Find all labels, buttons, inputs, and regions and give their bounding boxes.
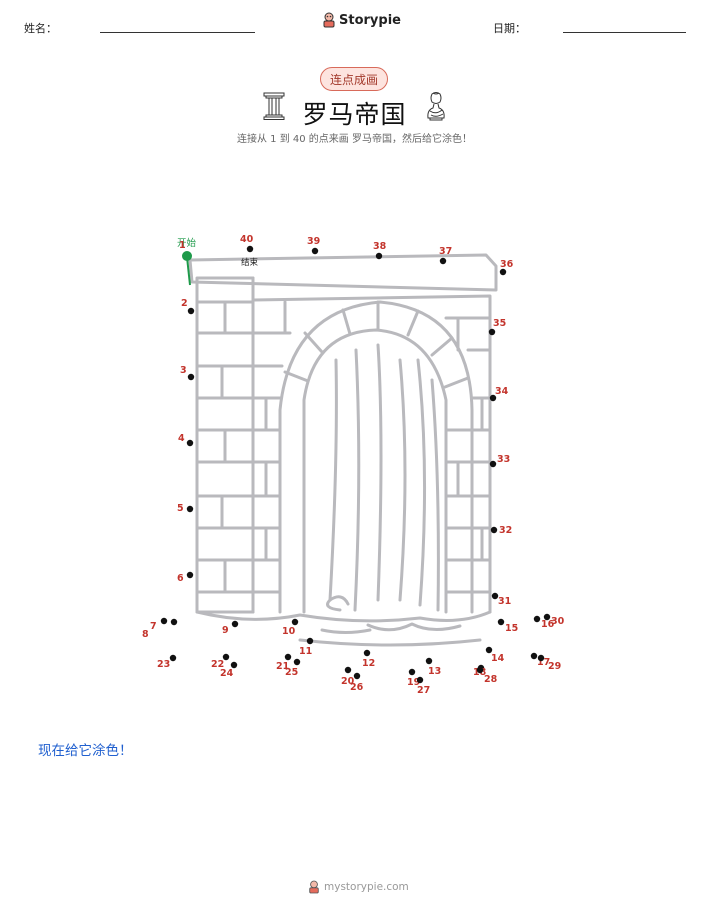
- dot-number-20: 20: [341, 676, 355, 687]
- roman-bust-icon: [427, 92, 445, 121]
- roman-column-icon: [263, 92, 285, 120]
- dot-number-15: 15: [505, 623, 518, 634]
- dot-number-4: 4: [178, 433, 185, 444]
- dot-6: [186, 571, 194, 579]
- dot-37: [439, 257, 447, 265]
- dot-number-35: 35: [493, 318, 506, 329]
- dot-16: [533, 615, 541, 623]
- dot-3: [187, 373, 195, 381]
- dot-number-37: 37: [439, 246, 452, 257]
- dot-number-7: 7: [150, 621, 157, 632]
- end-label: 结束: [241, 257, 259, 268]
- dot-2: [187, 307, 195, 315]
- dot-number-6: 6: [177, 573, 184, 584]
- dot-20: [344, 666, 352, 674]
- dot-19: [408, 668, 416, 676]
- dot-number-9: 9: [222, 625, 229, 636]
- dot-number-8: 8: [142, 629, 149, 640]
- dot-number-26: 26: [350, 682, 364, 693]
- dot-40: [246, 245, 254, 253]
- dot-21: [284, 653, 292, 661]
- arch-outline: [188, 253, 498, 647]
- dot-5: [186, 505, 194, 513]
- dot-39: [311, 247, 319, 255]
- dot-number-27: 27: [417, 685, 430, 696]
- dot-number-1: 1: [179, 240, 186, 251]
- dot-12: [363, 649, 371, 657]
- footer-url: mystorypie.com: [324, 881, 409, 893]
- dot-number-17: 17: [537, 657, 550, 668]
- brand: Storypie: [322, 12, 401, 28]
- dot-22: [222, 653, 230, 661]
- dot-31: [491, 592, 499, 600]
- dot-number-30: 30: [551, 616, 565, 627]
- start-label: 开始: [177, 237, 197, 249]
- dot-number-28: 28: [484, 674, 498, 685]
- dot-number-11: 11: [299, 646, 312, 657]
- brand-name: Storypie: [339, 12, 401, 28]
- dot-33: [489, 460, 497, 468]
- dot-number-14: 14: [491, 653, 505, 664]
- dot-10: [291, 618, 299, 626]
- dot-14: [485, 646, 493, 654]
- dot-32: [490, 526, 498, 534]
- dot-9: [231, 620, 239, 628]
- dot-number-40: 40: [240, 234, 254, 245]
- dot-number-23: 23: [157, 659, 170, 670]
- dot-number-34: 34: [495, 386, 509, 397]
- pin-icon: [182, 251, 192, 286]
- dot-8: [170, 618, 178, 626]
- dot-38: [375, 252, 383, 260]
- coloring-prompt: 现在给它涂色！: [38, 743, 133, 759]
- dot-number-16: 16: [541, 619, 555, 630]
- dot-36: [499, 268, 507, 276]
- page-title: 罗马帝国: [302, 100, 407, 129]
- dots-layer: 1234567891011121314151617181920212223242…: [142, 234, 565, 696]
- date-line: [563, 32, 686, 33]
- name-label: 姓名：: [24, 22, 57, 35]
- dot-4: [186, 439, 194, 447]
- dot-11: [306, 637, 314, 645]
- dot-35: [488, 328, 496, 336]
- dot-17: [530, 652, 538, 660]
- dot-23: [169, 654, 177, 662]
- dot-number-39: 39: [307, 236, 320, 247]
- dot-24: [230, 661, 238, 669]
- dot-number-3: 3: [180, 365, 187, 376]
- dot-number-12: 12: [362, 658, 375, 669]
- dot-26: [353, 672, 361, 680]
- dot-15: [497, 618, 505, 626]
- dot-number-32: 32: [499, 525, 512, 536]
- dot-number-19: 19: [407, 677, 420, 688]
- dot-number-13: 13: [428, 666, 441, 677]
- dot-28: [476, 666, 484, 674]
- name-line: [100, 32, 255, 33]
- dot-29: [537, 654, 545, 662]
- dot-27: [416, 676, 424, 684]
- dot-number-25: 25: [285, 667, 298, 678]
- storypie-logo-icon: [323, 12, 335, 28]
- dot-7: [160, 617, 168, 625]
- dot-number-24: 24: [220, 668, 234, 679]
- dot-number-2: 2: [181, 298, 188, 309]
- dot-number-29: 29: [548, 661, 561, 672]
- dot-number-5: 5: [177, 503, 184, 514]
- dot-number-21: 21: [276, 661, 289, 672]
- dot-number-31: 31: [498, 596, 511, 607]
- instructions: 连接从 1 到 40 的点来画 罗马帝国，然后给它涂色！: [237, 134, 472, 145]
- dot-number-38: 38: [373, 241, 387, 252]
- dot-25: [293, 658, 301, 666]
- dot-number-33: 33: [497, 454, 510, 465]
- activity-badge: 连点成画: [320, 67, 388, 91]
- date-label: 日期：: [493, 22, 526, 35]
- dot-13: [425, 657, 433, 665]
- dot-30: [543, 613, 551, 621]
- dot-number-10: 10: [282, 626, 296, 637]
- dot-34: [489, 394, 497, 402]
- storypie-logo-icon: [309, 880, 319, 894]
- dot-number-36: 36: [500, 259, 514, 270]
- footer: mystorypie.com: [308, 880, 409, 894]
- dot-number-22: 22: [211, 659, 224, 670]
